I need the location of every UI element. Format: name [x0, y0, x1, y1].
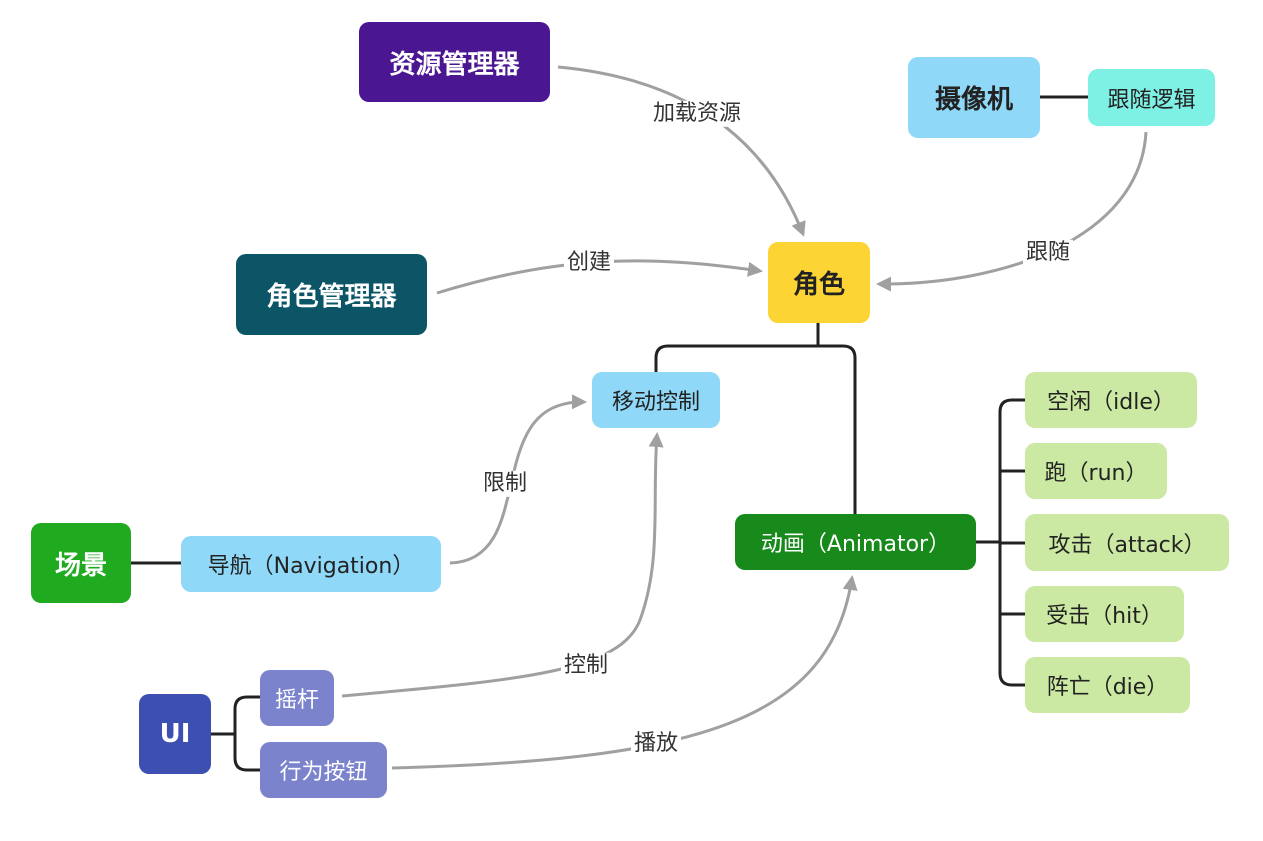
edge-label-follow: 跟随	[1022, 239, 1074, 267]
edge-label-load-resources: 加载资源	[649, 100, 745, 128]
scene-node[interactable]: 场景	[31, 523, 131, 603]
character-manager-node[interactable]: 角色管理器	[236, 254, 427, 335]
follow-logic-node[interactable]: 跟随逻辑	[1088, 69, 1215, 126]
anim-state-attack[interactable]: 攻击（attack）	[1025, 514, 1229, 571]
tree-line-character-animator	[818, 344, 857, 515]
arrow-load-resources	[557, 65, 806, 237]
edge-label-restrict: 限制	[479, 470, 531, 498]
edge-label-create: 创建	[563, 249, 615, 277]
joystick-node[interactable]: 摇杆	[260, 670, 334, 726]
move-control-node[interactable]: 移动控制	[592, 372, 720, 428]
arrow-control	[341, 432, 664, 698]
tree-line-character-move	[654, 322, 820, 373]
resource-manager-node[interactable]: 资源管理器	[359, 22, 550, 102]
arrow-follow	[876, 131, 1148, 292]
anim-state-die[interactable]: 阵亡（die）	[1025, 657, 1190, 713]
animator-node[interactable]: 动画（Animator）	[735, 514, 976, 570]
character-node[interactable]: 角色	[768, 242, 870, 323]
anim-state-hit[interactable]: 受击（hit）	[1025, 586, 1184, 642]
edge-label-control: 控制	[560, 652, 612, 680]
ui-node[interactable]: UI	[139, 694, 211, 774]
tree-line-ui-children	[211, 695, 260, 772]
action-button-node[interactable]: 行为按钮	[260, 742, 387, 798]
camera-node[interactable]: 摄像机	[908, 57, 1040, 138]
anim-state-run[interactable]: 跑（run）	[1025, 443, 1167, 499]
arrow-play	[391, 575, 858, 770]
tree-line-animator-states	[976, 398, 1025, 687]
anim-state-idle[interactable]: 空闲（idle）	[1025, 372, 1197, 428]
navigation-node[interactable]: 导航（Navigation）	[181, 536, 441, 592]
edge-label-play: 播放	[630, 730, 682, 758]
